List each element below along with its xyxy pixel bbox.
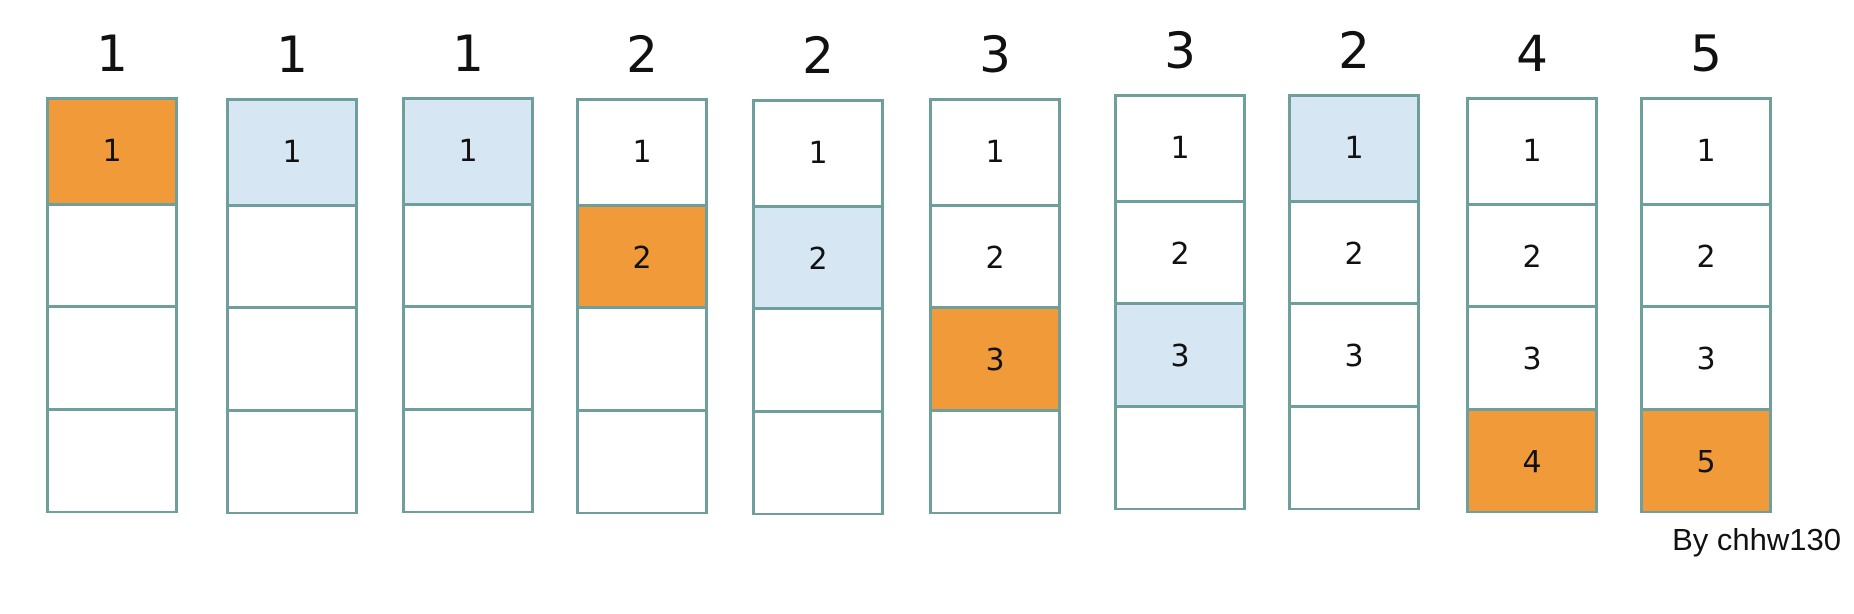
stack-cell-highlight: 1	[229, 101, 355, 205]
column-header: 1	[96, 25, 128, 83]
stack-cell-empty: 2	[932, 203, 1058, 307]
stack-cell-empty: 2	[1469, 202, 1595, 306]
stack-cell-empty: 3	[1469, 305, 1595, 409]
stack-cell-hit: 2	[579, 203, 705, 307]
stack-frame: 1	[46, 97, 178, 513]
stack-cell-empty: 2	[1291, 199, 1417, 303]
column-header: 1	[452, 25, 484, 83]
stack-cell-empty: 1	[579, 101, 705, 205]
stack-cell-empty: 3	[1643, 305, 1769, 409]
stack-cell-empty: 2	[1643, 202, 1769, 306]
stack-cell-empty: 1	[1469, 100, 1595, 204]
stack-cell-hit: 5	[1643, 407, 1769, 511]
stack-cell-empty: 1	[1117, 97, 1243, 201]
stack-cell-empty	[405, 202, 531, 306]
column-header: 3	[1164, 22, 1196, 80]
column-header: 2	[1338, 22, 1370, 80]
stack-cell-empty	[755, 409, 881, 513]
stack-cell-hit: 1	[49, 100, 175, 204]
stack-cell-empty	[1117, 404, 1243, 508]
stack-cell-empty	[755, 307, 881, 411]
column-header: 2	[626, 26, 658, 84]
stack-cell-empty: 3	[1291, 302, 1417, 406]
stack-cell-empty	[405, 407, 531, 511]
stack-frame: 1	[402, 97, 534, 513]
stack-cell-empty	[579, 306, 705, 410]
column-header: 3	[979, 26, 1011, 84]
column-header: 1	[276, 26, 308, 84]
stack-cell-empty	[405, 305, 531, 409]
stack-cell-empty: 2	[1117, 199, 1243, 303]
stack-cell-empty	[932, 408, 1058, 512]
stack-cell-hit: 3	[932, 306, 1058, 410]
stack-cell-empty: 1	[932, 101, 1058, 205]
stack-cell-empty	[49, 305, 175, 409]
stack-cell-empty	[229, 203, 355, 307]
stack-cell-empty	[229, 306, 355, 410]
stack-cell-empty	[49, 407, 175, 511]
stack-cell-hit: 4	[1469, 407, 1595, 511]
stack-cell-empty: 1	[755, 102, 881, 206]
stack-cell-empty: 1	[1643, 100, 1769, 204]
stack-frame: 1	[226, 98, 358, 514]
stack-cell-highlight: 1	[405, 100, 531, 204]
stack-cell-highlight: 3	[1117, 302, 1243, 406]
stack-cell-empty	[49, 202, 175, 306]
stack-cell-empty	[579, 408, 705, 512]
author-credit: By chhw130	[1672, 522, 1841, 557]
column-header: 4	[1516, 25, 1548, 83]
stack-cell-empty	[1291, 404, 1417, 508]
stack-cell-highlight: 1	[1291, 97, 1417, 201]
stack-cell-highlight: 2	[755, 204, 881, 308]
column-header: 2	[802, 27, 834, 85]
column-header: 5	[1690, 25, 1722, 83]
stack-cell-empty	[229, 408, 355, 512]
